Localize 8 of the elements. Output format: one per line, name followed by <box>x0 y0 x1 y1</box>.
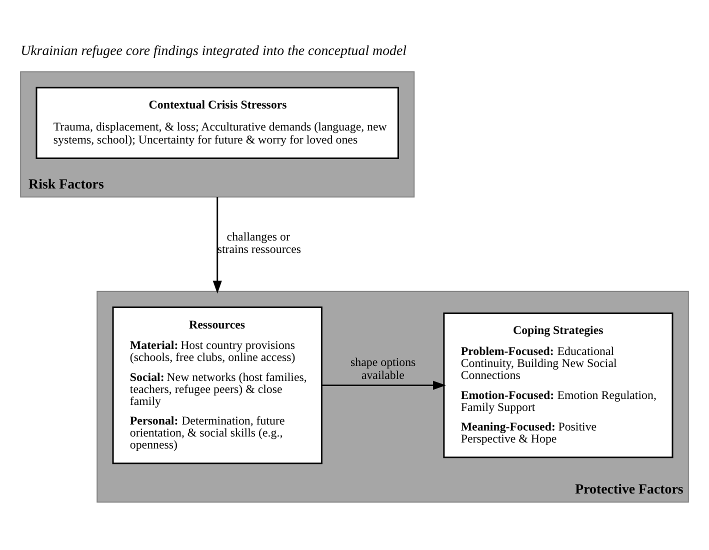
node-box: Coping Strategies Problem-Focused: Educational Continuity, Building New Social Connections Emotion-Focused: Emotion Regulation, Family Support Meaning-Focused: Positive Perspective & Hope <box>443 312 674 458</box>
node-box: Ressources Material: Host country provisions (schools, free clubs, online access) Social: New networks (host families, teachers, refugee peers) & close family Personal: Determination, future orientation, & social skills (e.g., openness) <box>112 306 322 464</box>
node-box: Contextual Crisis Stressors Trauma, displacement, & loss; Acculturative demands (language, new systems, school); Uncertainty for future & worry for loved ones <box>36 86 399 158</box>
arrow <box>322 380 446 390</box>
edge-label: shape options available <box>350 354 416 382</box>
arrow <box>212 196 222 294</box>
diagram-title: Ukrainian refugee core findings integrated into the conceptual model <box>20 44 407 59</box>
edge-label: challanges or strains ressources <box>217 228 302 256</box>
